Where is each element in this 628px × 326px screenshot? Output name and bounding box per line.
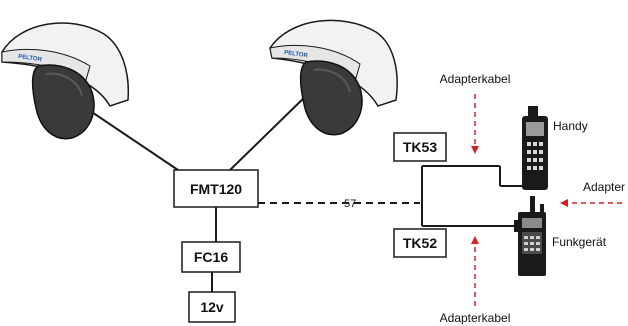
right-earcup [299, 60, 363, 136]
power-12v-box: 12v [188, 291, 236, 323]
funkgeraet-radio-icon [514, 196, 546, 276]
tk52-box: TK52 [393, 228, 447, 258]
connection-lines [67, 91, 526, 292]
tk53-label: TK53 [403, 139, 437, 155]
fmt120-label: FMT120 [190, 181, 242, 197]
fmt120-box: FMT120 [173, 169, 259, 208]
tk53-box: TK53 [393, 132, 447, 162]
adapter-label: Adapter [583, 180, 625, 194]
tk52-label: TK52 [403, 235, 437, 251]
fc16-box: FC16 [181, 241, 241, 273]
handy-phone-icon [522, 106, 548, 190]
left-helmet-logo: PELTOR [18, 54, 43, 63]
funkgeraet-label: Funkgerät [552, 235, 607, 249]
handy-label: Handy [553, 119, 588, 133]
link-number-label: 57 [344, 198, 356, 210]
right-helmet-logo: PELTOR [284, 50, 309, 59]
adapterkabel-top-label: Adapterkabel [440, 72, 511, 86]
left-headset-helmet: PELTOR [1, 22, 130, 140]
right-headset-helmet: PELTOR [269, 19, 398, 136]
fc16-label: FC16 [194, 249, 228, 265]
power-label: 12v [200, 299, 224, 315]
right-helmet-cable [229, 91, 311, 171]
adapterkabel-bottom-label: Adapterkabel [440, 311, 511, 325]
left-earcup [31, 64, 95, 140]
